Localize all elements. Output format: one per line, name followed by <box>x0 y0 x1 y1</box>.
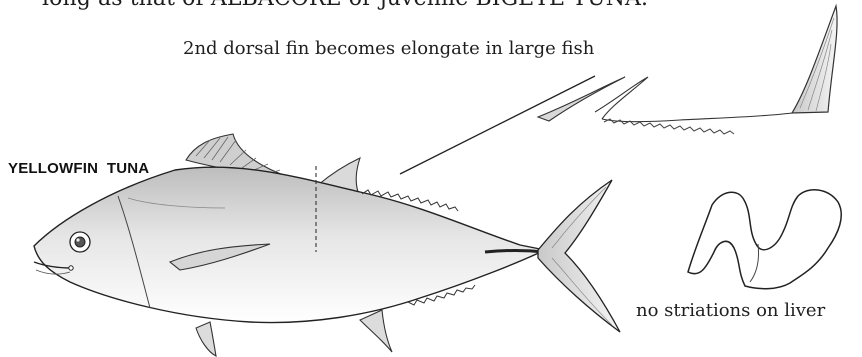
liver-illustration <box>688 190 841 289</box>
leader-line <box>400 76 595 174</box>
fish-body <box>34 134 620 356</box>
elongate-dorsal-fin-detail <box>538 6 837 134</box>
